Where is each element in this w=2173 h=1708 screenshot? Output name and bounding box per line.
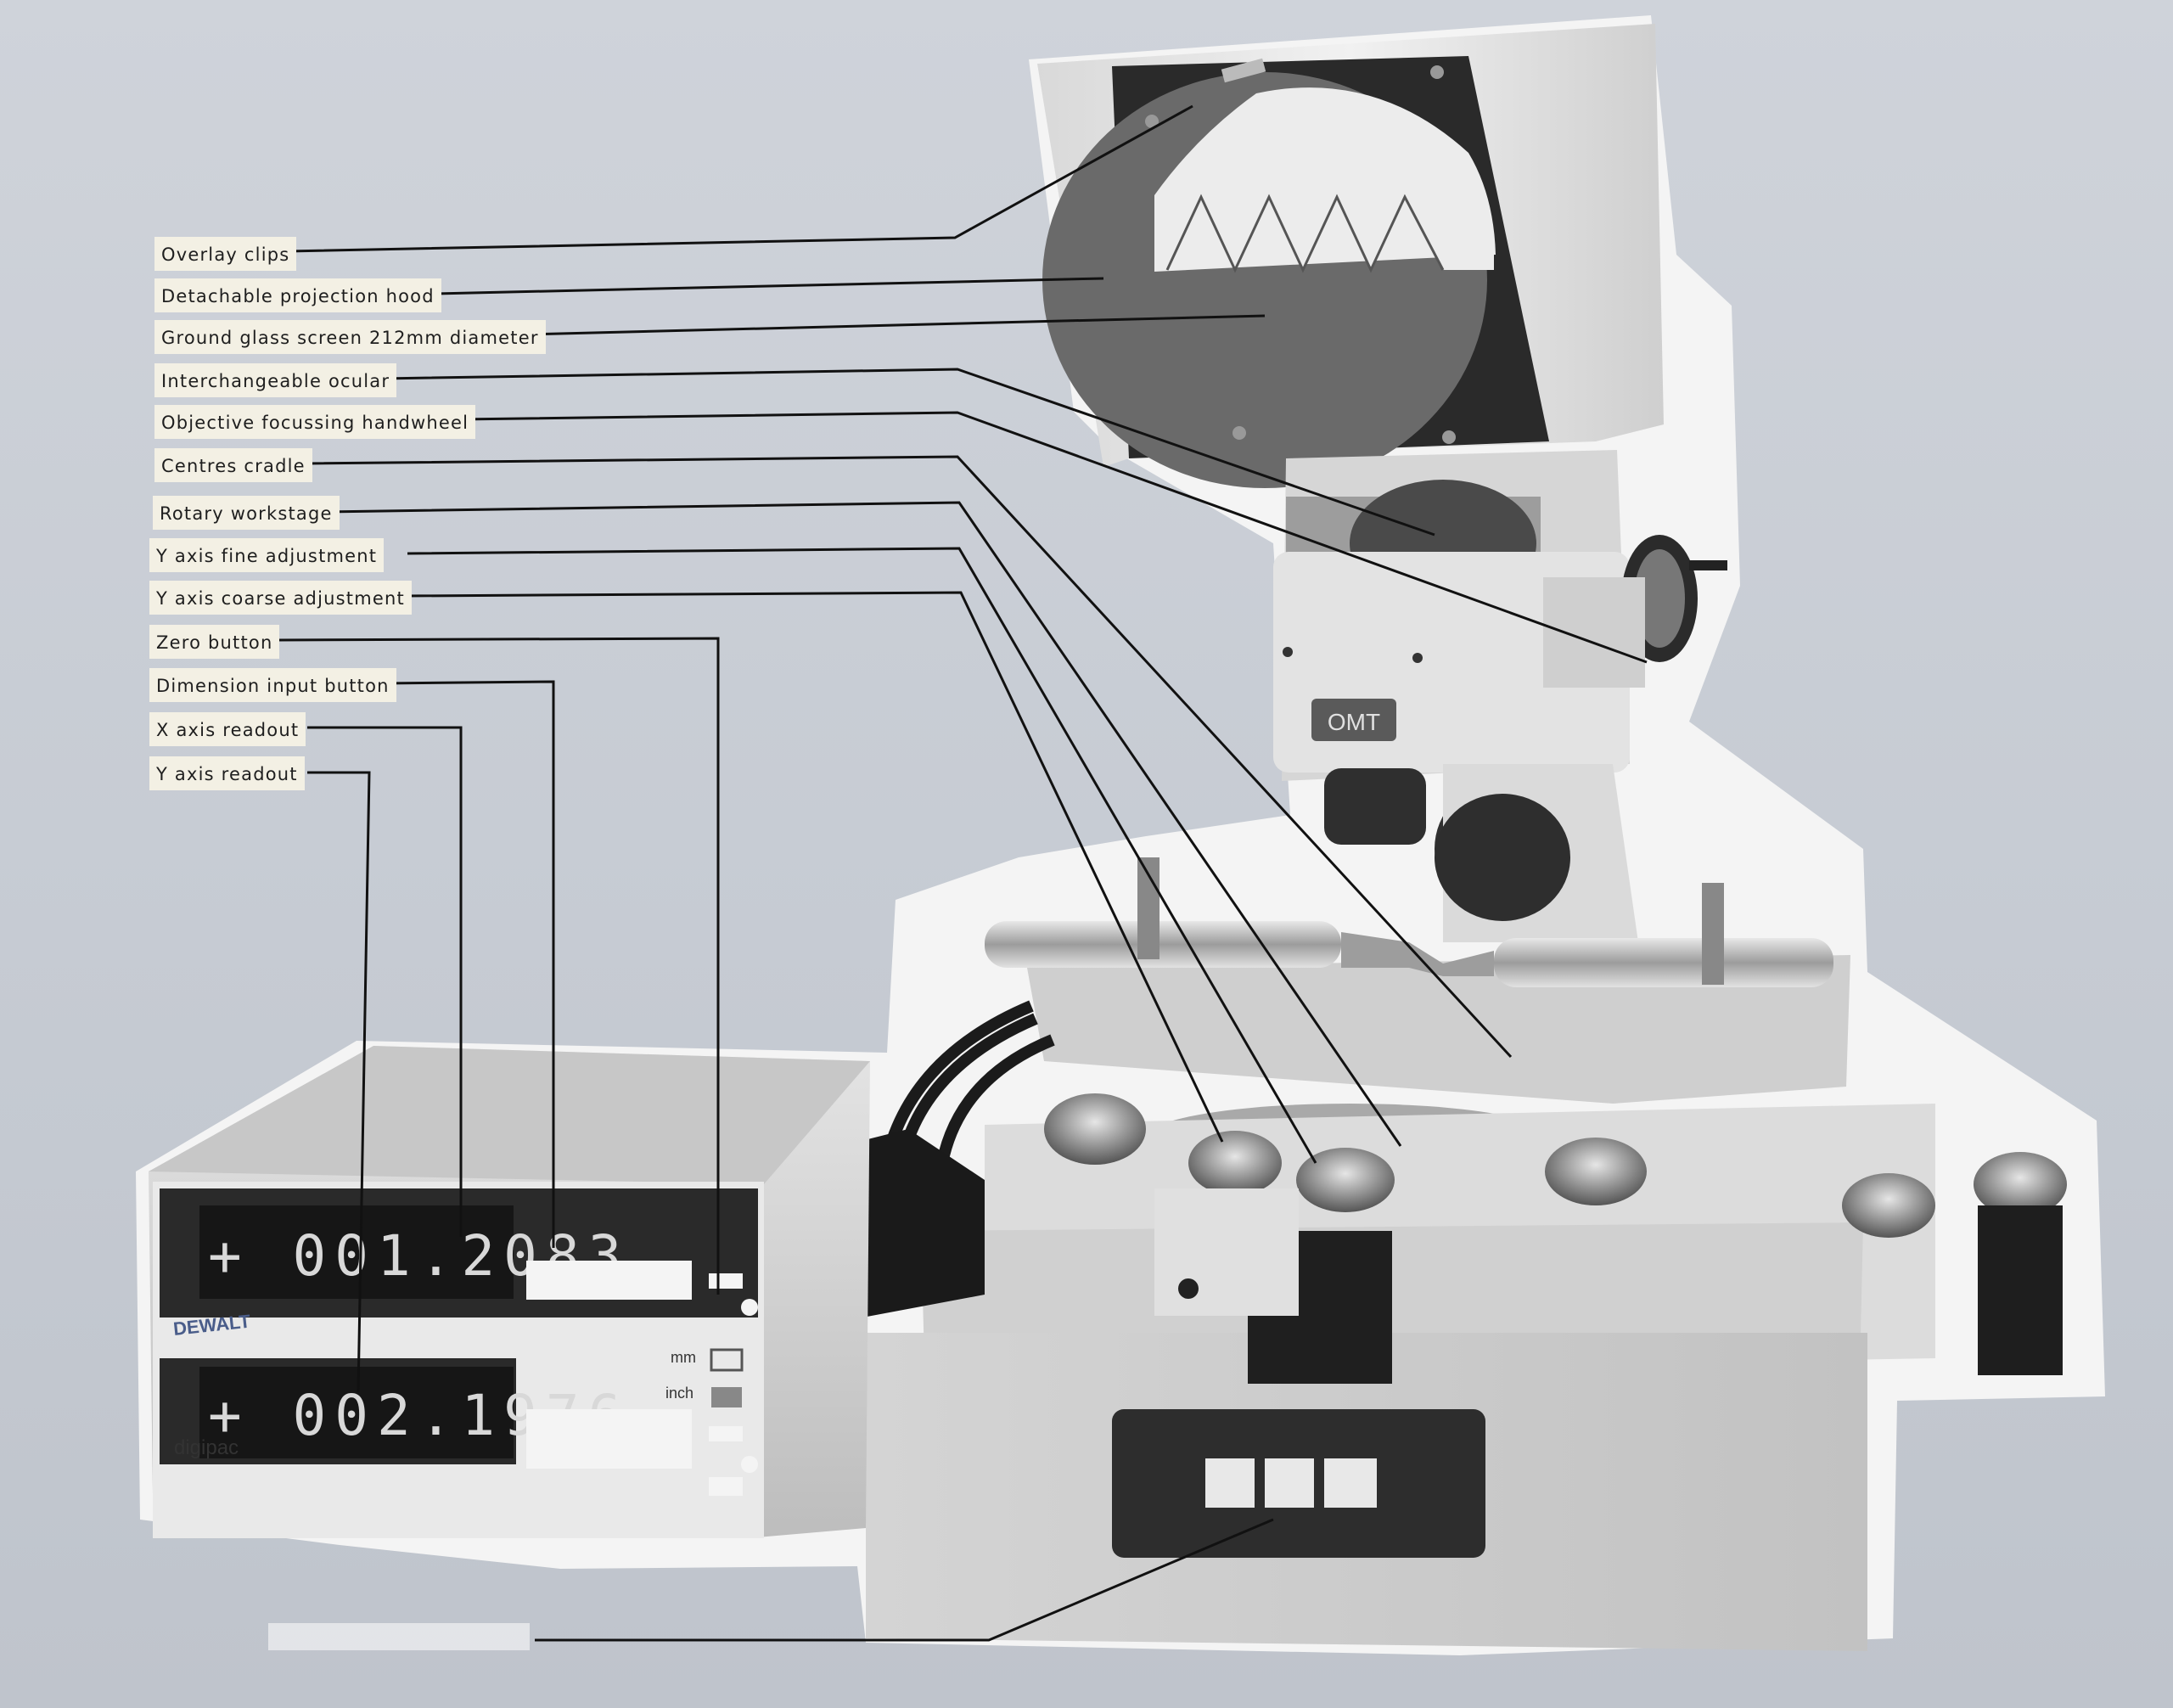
omt-badge: OMT <box>1328 709 1380 735</box>
label-centres-cradle: Centres cradle <box>154 448 312 482</box>
unit-mm-label: mm <box>671 1349 696 1366</box>
label-y-axis-coarse-adjustment: Y axis coarse adjustment <box>149 581 412 615</box>
label-y-axis-readout: Y axis readout <box>149 756 305 790</box>
label-rotary-workstage: Rotary workstage <box>153 496 340 530</box>
blank-label-strip <box>268 1623 530 1650</box>
label-interchangeable-ocular: Interchangeable ocular <box>154 363 397 397</box>
digipac-label: digipac <box>174 1436 239 1459</box>
label-detachable-projection-hood: Detachable projection hood <box>154 278 441 312</box>
label-x-axis-readout: X axis readout <box>149 712 306 746</box>
label-dimension-input-button: Dimension input button <box>149 668 396 702</box>
label-overlay-clips: Overlay clips <box>154 237 297 271</box>
label-ground-glass-screen: Ground glass screen 212mm diameter <box>154 320 546 354</box>
leader-lines <box>278 104 1648 1642</box>
label-zero-button: Zero button <box>149 625 280 659</box>
digipac-console: + 001.2083 DEWALT mm inch + 002.1976 dig… <box>149 1046 870 1538</box>
unit-inch-label: inch <box>665 1385 693 1402</box>
projection-hood <box>1037 24 1664 488</box>
projector-head: OMT <box>1273 450 1727 942</box>
xy-table <box>866 1093 2067 1651</box>
label-y-axis-fine-adjustment: Y axis fine adjustment <box>149 538 385 572</box>
label-objective-focussing-handwheel: Objective focussing handwheel <box>154 405 476 439</box>
